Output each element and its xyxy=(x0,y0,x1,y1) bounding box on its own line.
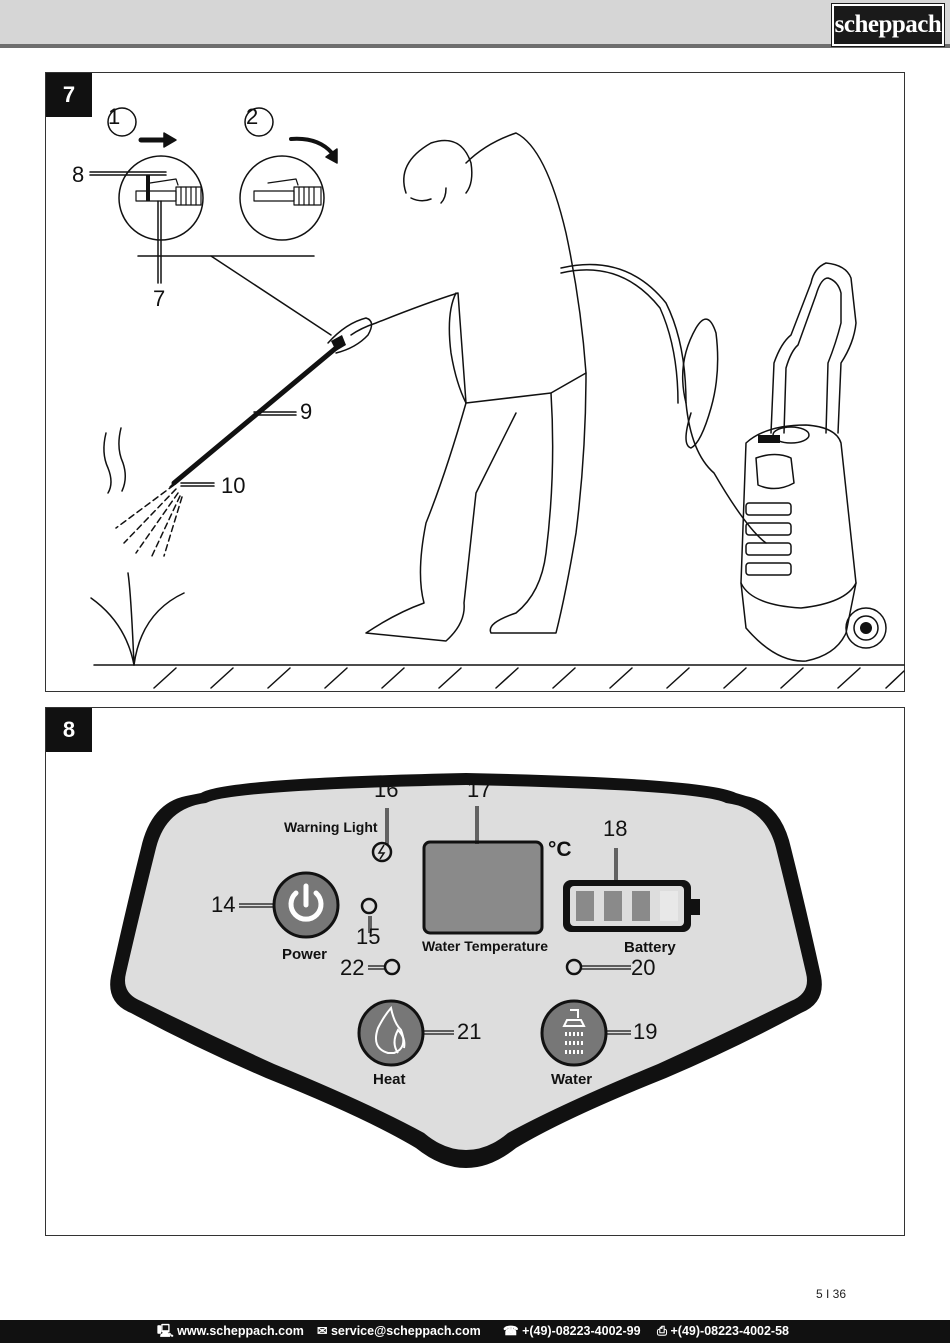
heat-led xyxy=(383,958,401,976)
fax-item: ⎙ +(49)-08223-4002-58 xyxy=(657,1320,789,1343)
battery-cell-4 xyxy=(660,891,678,921)
callout-18: 18 xyxy=(603,816,628,841)
power-led xyxy=(360,897,378,915)
computer-icon: 🖳 xyxy=(157,1324,174,1338)
heat-label: Heat xyxy=(373,1071,406,1088)
celsius-unit: °C xyxy=(548,838,572,861)
callout-17: 17 xyxy=(467,777,492,802)
power-label: Power xyxy=(282,946,328,963)
callout-19: 19 xyxy=(633,1019,658,1044)
callout-15: 15 xyxy=(356,924,381,949)
callout-10: 10 xyxy=(221,473,246,498)
phone-icon: ☎ xyxy=(503,1324,519,1338)
water-led xyxy=(565,958,583,976)
phone-number[interactable]: +(49)-08223-4002-99 xyxy=(522,1324,641,1338)
battery-cell-2 xyxy=(604,891,622,921)
callout-22: 22 xyxy=(340,955,365,980)
mail-icon: ✉ xyxy=(317,1324,328,1338)
website-link[interactable]: www.scheppach.com xyxy=(177,1324,304,1338)
step-1-label: 1 xyxy=(108,104,121,129)
fax-icon: ⎙ xyxy=(657,1324,668,1338)
step-2-label: 2 xyxy=(246,104,259,129)
step-2-circle xyxy=(244,107,274,137)
header-bar xyxy=(0,0,950,48)
heat-button xyxy=(357,999,425,1067)
panel-face xyxy=(125,785,807,1150)
figure-8: 8 xyxy=(45,707,905,1236)
battery-label: Battery xyxy=(624,939,676,956)
callout-20: 20 xyxy=(631,955,656,980)
footer-bar: 🖳 www.scheppach.com ✉ service@scheppach.… xyxy=(0,1320,950,1343)
shower-icon xyxy=(562,1009,586,1054)
website-item[interactable]: 🖳 www.scheppach.com xyxy=(157,1320,304,1343)
step-1-circle xyxy=(107,107,137,137)
phone-item[interactable]: ☎ +(49)-08223-4002-99 xyxy=(503,1320,641,1343)
battery-cell-1 xyxy=(576,891,594,921)
page-number: 5 I 36 xyxy=(816,1287,847,1301)
water-label: Water xyxy=(551,1071,593,1088)
callout-16: 16 xyxy=(374,777,399,802)
figure-7: 7 xyxy=(45,72,905,692)
callout-7: 7 xyxy=(153,286,166,311)
control-panel-illustration xyxy=(110,773,822,1168)
figure-number: 8 xyxy=(46,708,92,752)
detail-circle-2 xyxy=(239,155,325,241)
callout-21: 21 xyxy=(457,1019,482,1044)
figure-7-illustration xyxy=(89,107,905,689)
callout-8: 8 xyxy=(72,162,85,187)
water-temperature-label: Water Temperature xyxy=(422,938,549,954)
callout-14: 14 xyxy=(211,892,236,917)
battery-cell-3 xyxy=(632,891,650,921)
callout-9: 9 xyxy=(300,399,313,424)
email-link[interactable]: service@scheppach.com xyxy=(330,1324,481,1338)
temperature-display xyxy=(422,840,544,935)
email-item[interactable]: ✉ service@scheppach.com xyxy=(317,1320,481,1343)
figure-number: 7 xyxy=(46,73,92,117)
flame-icon xyxy=(375,1005,405,1054)
fax-number: +(49)-08223-4002-58 xyxy=(670,1324,790,1338)
brand-logo: scheppach xyxy=(831,3,945,47)
warning-light-label: Warning Light xyxy=(284,819,378,835)
power-icon xyxy=(288,890,324,922)
warning-light-led xyxy=(371,841,393,863)
